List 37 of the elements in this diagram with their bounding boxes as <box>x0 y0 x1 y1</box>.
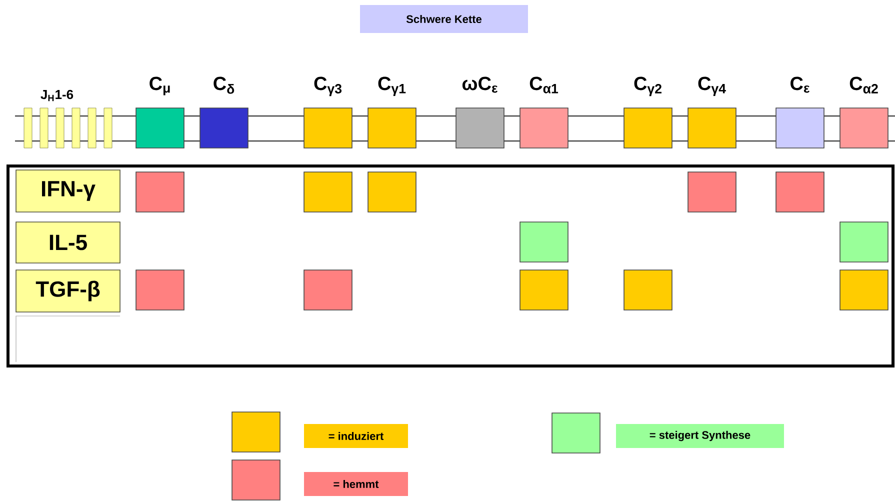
exon-bar <box>104 108 112 148</box>
cytokine-box: IL-5 <box>16 222 120 264</box>
effect-square <box>304 172 352 212</box>
gene-label: C$_{γ3}$ <box>314 76 342 96</box>
title-box: Schwere Kette <box>360 5 528 33</box>
cytokine-box: IFN-γ <box>16 170 120 212</box>
gene-label: C$_{α1}$ <box>530 76 558 94</box>
gene-label: C$_{δ}$ <box>214 76 234 94</box>
effect-square <box>304 270 352 310</box>
gene-label: C$_{μ}$ <box>150 76 170 96</box>
gene-label: C$_{γ2}$ <box>634 76 662 96</box>
table-frame <box>6 164 894 368</box>
legend-label: = steigert Synthese <box>616 424 784 448</box>
exon-bar <box>40 108 48 148</box>
effect-square <box>840 222 888 262</box>
gene-label: C$_{ε}$ <box>790 76 810 93</box>
segment-label: J$_{H}$1-6 <box>40 90 74 102</box>
exon-bar <box>72 108 80 148</box>
effect-square <box>520 270 568 310</box>
exon-bar <box>56 108 64 148</box>
cytokine-box: TGF-β <box>16 270 120 312</box>
exon-bar <box>24 108 32 148</box>
gene-label: C$_{γ4}$ <box>698 76 726 96</box>
effect-square <box>688 172 736 212</box>
gene-label: C$_{γ1}$ <box>378 76 406 96</box>
effect-square <box>776 172 824 212</box>
effect-square <box>624 270 672 310</box>
gene-label: C$_{α2}$ <box>850 76 878 94</box>
effect-square <box>520 222 568 262</box>
effect-square <box>136 270 184 310</box>
legend-label: = induziert <box>304 424 408 448</box>
effect-square <box>840 270 888 310</box>
exon-bar <box>88 108 96 148</box>
effect-square <box>368 172 416 212</box>
gene-label: ωC$_{ε}$ <box>462 76 498 93</box>
legend-label: = hemmt <box>304 472 408 496</box>
effect-square <box>136 172 184 212</box>
